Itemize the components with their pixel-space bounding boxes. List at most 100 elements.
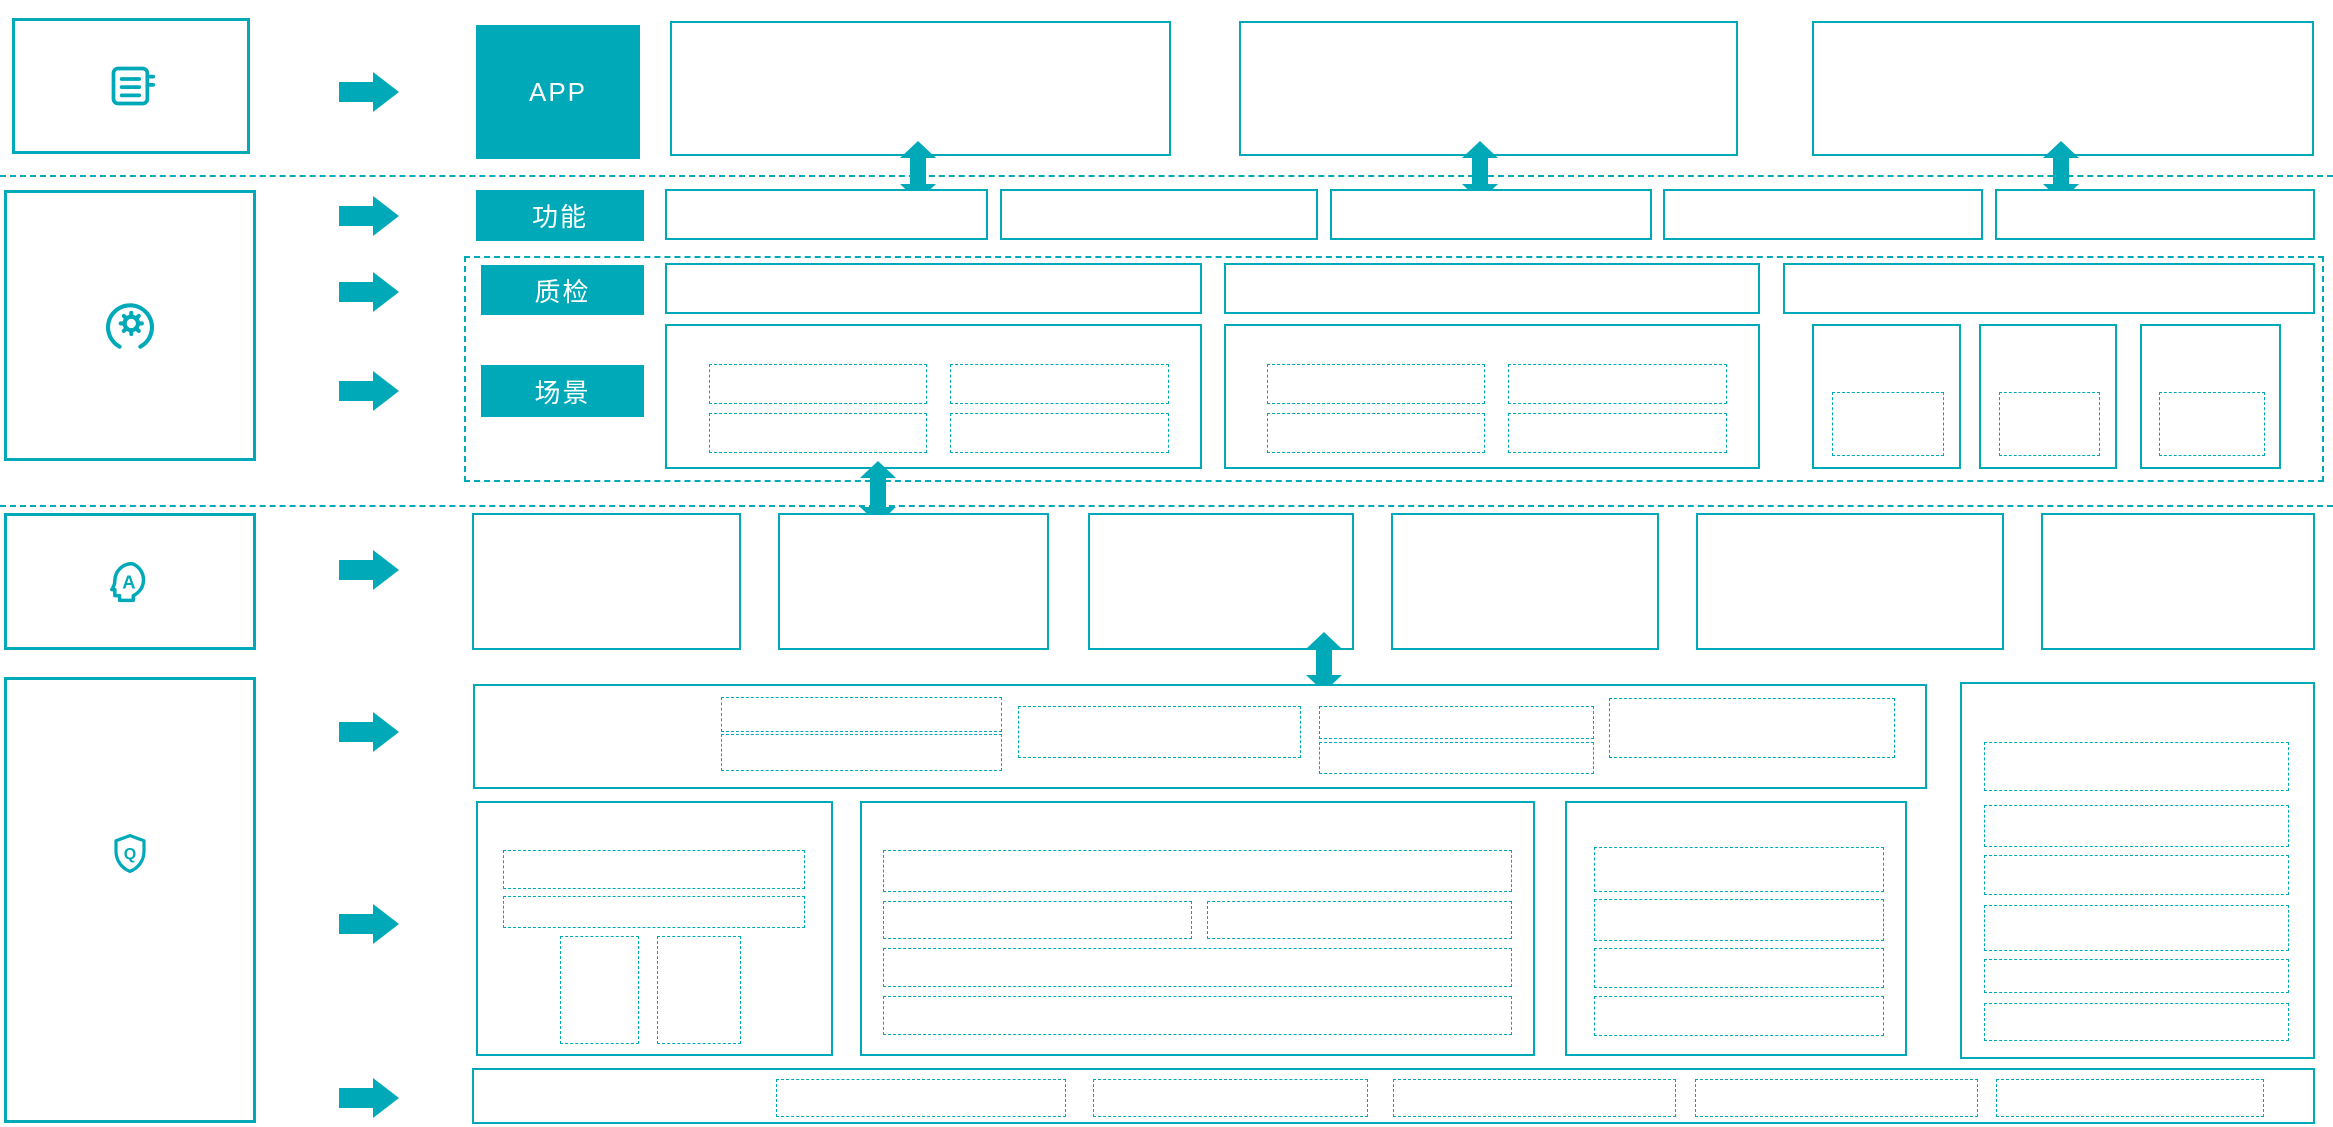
placeholder-box xyxy=(1984,805,2289,847)
placeholder-box xyxy=(2159,392,2265,456)
placeholder-box xyxy=(560,936,639,1044)
placeholder-box xyxy=(1609,698,1895,758)
placeholder-box xyxy=(1319,742,1594,774)
function-box-3 xyxy=(1330,189,1652,240)
arrow-right-1 xyxy=(339,82,373,102)
arrow-right-4 xyxy=(339,381,373,401)
placeholder-box xyxy=(1984,742,2289,791)
user-gear-icon xyxy=(99,295,161,357)
placeholder-box xyxy=(1594,948,1884,988)
function-label: 功能 xyxy=(531,202,588,232)
placeholder-box xyxy=(883,948,1512,987)
detail-box-1 xyxy=(476,801,833,1056)
arrow-vertical-1 xyxy=(900,141,936,201)
placeholder-box xyxy=(1984,1003,2289,1041)
engine-box-2 xyxy=(778,513,1049,650)
scenario-small-box-3 xyxy=(2140,324,2281,469)
svg-text:A: A xyxy=(122,571,135,592)
arrow-right-5 xyxy=(339,560,373,580)
function-box-1 xyxy=(665,189,988,240)
detail-box-3 xyxy=(1565,801,1907,1056)
scenario-group-box-1 xyxy=(665,324,1202,469)
app-label-box: APP xyxy=(476,25,640,159)
placeholder-box xyxy=(1508,413,1727,453)
placeholder-box xyxy=(503,896,805,928)
placeholder-box xyxy=(1999,392,2100,456)
function-box-2 xyxy=(1000,189,1318,240)
arrow-vertical-5 xyxy=(1306,632,1342,692)
placeholder-box xyxy=(776,1079,1066,1117)
engine-box-5 xyxy=(1696,513,2004,650)
app-module-box-2 xyxy=(1239,21,1738,156)
placeholder-box xyxy=(721,734,1002,771)
quality-label-box: 质检 xyxy=(481,265,644,315)
placeholder-box xyxy=(1207,901,1512,939)
dashed-group-container xyxy=(464,256,2324,482)
placeholder-box xyxy=(950,413,1169,453)
placeholder-box xyxy=(657,936,741,1044)
placeholder-box xyxy=(1832,392,1944,456)
ai-head-icon: A xyxy=(104,556,156,608)
app-label: APP xyxy=(528,76,588,107)
function-box-5 xyxy=(1995,189,2315,240)
arrow-vertical-3 xyxy=(2043,141,2079,201)
function-box-4 xyxy=(1663,189,1983,240)
engine-box-6 xyxy=(2041,513,2315,650)
placeholder-box xyxy=(1984,959,2289,993)
quality-box-2 xyxy=(1224,263,1760,314)
placeholder-box xyxy=(1594,847,1884,892)
placeholder-box xyxy=(1267,413,1485,453)
placeholder-box xyxy=(883,901,1192,939)
arrow-right-3 xyxy=(339,282,373,302)
quality-label: 质检 xyxy=(534,276,591,307)
scenario-small-box-1 xyxy=(1812,324,1961,469)
app-module-box-3 xyxy=(1812,21,2314,156)
left-panel-service-layer xyxy=(4,190,256,461)
left-panel-ai-layer: A xyxy=(4,513,256,650)
detail-box-2 xyxy=(860,801,1535,1056)
placeholder-box xyxy=(1984,855,2289,895)
engine-box-3 xyxy=(1088,513,1354,650)
quality-box-1 xyxy=(665,263,1202,314)
bottom-bar-box xyxy=(472,1068,2315,1124)
placeholder-box xyxy=(1018,706,1301,758)
placeholder-box xyxy=(883,996,1512,1035)
scenario-label: 场景 xyxy=(534,377,591,408)
placeholder-box xyxy=(503,850,805,889)
scenario-label-box: 场景 xyxy=(481,365,644,417)
arrow-right-8 xyxy=(339,1088,373,1108)
left-panel-app-layer xyxy=(12,18,250,154)
placeholder-box xyxy=(1594,996,1884,1036)
dashed-separator-1 xyxy=(0,175,2333,177)
placeholder-box xyxy=(1984,905,2289,951)
dashed-separator-2 xyxy=(0,505,2333,507)
engine-box-1 xyxy=(472,513,741,650)
placeholder-box xyxy=(709,413,927,453)
pipeline-box xyxy=(473,684,1927,789)
placeholder-box xyxy=(1508,364,1727,404)
placeholder-box xyxy=(709,364,927,404)
placeholder-box xyxy=(1319,706,1594,739)
engine-box-4 xyxy=(1391,513,1659,650)
function-label-box: 功能 xyxy=(476,190,644,241)
left-panel-quality-layer: Q xyxy=(4,677,256,1123)
placeholder-box xyxy=(1393,1079,1676,1117)
placeholder-box xyxy=(950,364,1169,404)
arrow-right-7 xyxy=(339,914,373,934)
placeholder-box xyxy=(721,697,1002,732)
placeholder-box xyxy=(1996,1079,2264,1117)
placeholder-box xyxy=(883,850,1512,892)
quality-box-3 xyxy=(1783,263,2315,314)
svg-text:Q: Q xyxy=(124,846,136,863)
server-icon xyxy=(103,58,159,114)
arrow-vertical-2 xyxy=(1462,141,1498,201)
arrow-vertical-4 xyxy=(860,461,896,524)
side-stack-box xyxy=(1960,682,2315,1059)
placeholder-box xyxy=(1093,1079,1368,1117)
app-module-box-1 xyxy=(670,21,1171,156)
arrow-right-2 xyxy=(339,206,373,226)
placeholder-box xyxy=(1695,1079,1978,1117)
scenario-group-box-2 xyxy=(1224,324,1760,469)
placeholder-box xyxy=(1267,364,1485,404)
scenario-small-box-2 xyxy=(1979,324,2117,469)
